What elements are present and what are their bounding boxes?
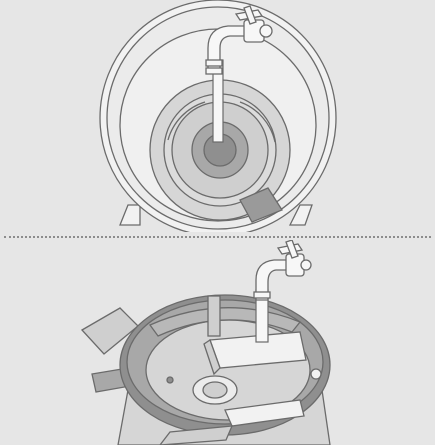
step-1-illustration <box>0 0 435 232</box>
step-2-illustration <box>0 240 435 445</box>
step-2-panel <box>0 240 435 445</box>
container-base-icon <box>82 295 330 445</box>
step-divider <box>4 236 431 238</box>
step-1-panel <box>0 0 435 232</box>
faucet-icon <box>254 240 311 300</box>
